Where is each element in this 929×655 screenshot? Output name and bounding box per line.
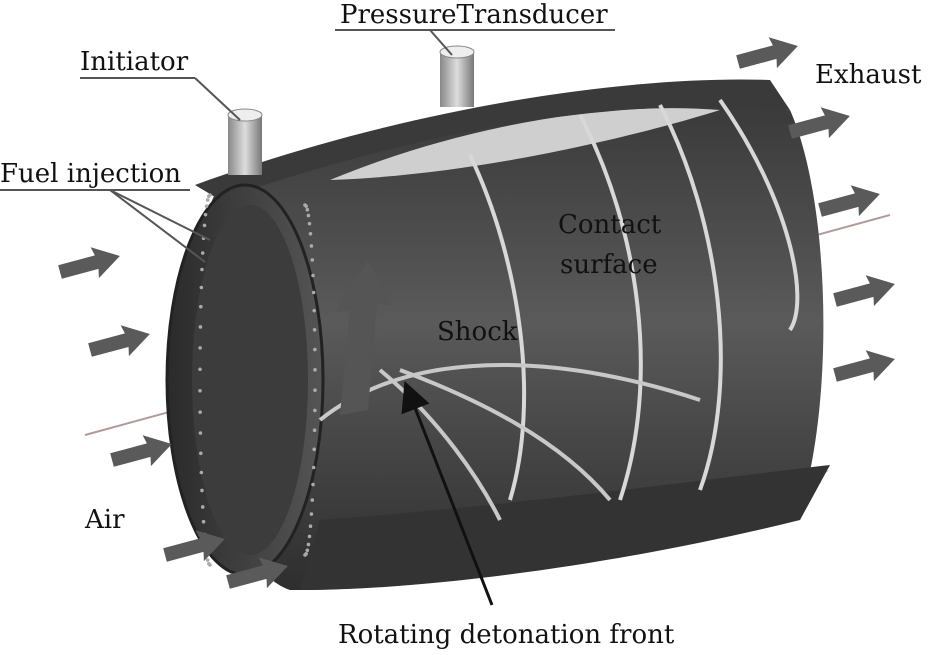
exhaust-outflow-arrows	[736, 37, 895, 382]
injector-hole	[306, 542, 311, 547]
injector-hole	[313, 388, 317, 392]
injector-hole	[308, 524, 313, 529]
injector-hole	[198, 410, 202, 414]
air-arrow	[58, 247, 120, 279]
exhaust-arrow	[818, 185, 880, 217]
fuel-injection-label: Fuel injection	[0, 159, 181, 189]
rotating-detonation-front-label: Rotating detonation front	[338, 620, 675, 650]
contact-surface-label-line1: Contact	[558, 210, 662, 240]
injector-hole	[311, 482, 315, 487]
air-arrow	[110, 435, 172, 467]
pressure-transducer-post	[439, 45, 475, 107]
injector-hole	[199, 285, 204, 290]
injector-hole	[308, 231, 313, 236]
injector-hole	[200, 251, 205, 255]
injector-hole	[198, 325, 203, 329]
shock-label: Shock	[437, 317, 518, 347]
injector-hole	[199, 304, 203, 309]
exhaust-arrow	[788, 107, 850, 139]
injector-hole	[313, 408, 317, 413]
initiator-label: Initiator	[80, 47, 189, 77]
injector-hole	[311, 290, 316, 295]
injector-hole	[312, 428, 317, 432]
air-arrow	[226, 557, 288, 589]
injector-hole	[312, 328, 317, 332]
initiator-post	[227, 108, 263, 175]
injector-hole	[307, 221, 312, 226]
injector-hole	[312, 308, 316, 313]
injector-hole	[311, 273, 315, 278]
injector-hole	[304, 204, 308, 208]
air-label: Air	[84, 505, 125, 535]
injector-hole	[198, 431, 203, 435]
exhaust-arrow	[833, 275, 895, 307]
exhaust-label: Exhaust	[815, 60, 922, 90]
injector-hole	[313, 347, 317, 352]
injector-hole	[310, 258, 315, 262]
injector-hole	[306, 213, 311, 218]
injector-hole	[201, 519, 206, 524]
injector-hole	[199, 470, 204, 475]
injector-hole	[310, 498, 315, 502]
injector-hole	[312, 447, 316, 452]
air-arrow	[88, 325, 150, 357]
injector-hole	[205, 198, 210, 202]
injector-hole	[303, 553, 307, 557]
injector-hole	[198, 388, 202, 393]
injector-hole	[200, 488, 204, 493]
exhaust-arrow	[833, 350, 895, 382]
injector-hole	[305, 207, 310, 212]
injector-hole	[205, 558, 210, 562]
injector-hole	[198, 367, 202, 372]
injector-hole	[199, 451, 203, 456]
injector-hole	[202, 223, 207, 228]
detonation-front-pointer	[401, 381, 494, 606]
inner-centerbody	[192, 205, 308, 555]
injector-hole	[305, 548, 310, 553]
injector-hole	[313, 368, 317, 372]
contact-surface-label-line2: surface	[560, 250, 658, 280]
exhaust-arrow	[736, 37, 798, 69]
injector-hole	[307, 534, 312, 539]
air-inflow-arrows	[58, 247, 288, 589]
rotation-direction-arrow	[335, 260, 392, 415]
injector-hole	[309, 512, 314, 516]
leader-lines	[0, 29, 615, 263]
contact-surface-waves	[468, 98, 800, 501]
injector-hole	[204, 204, 209, 208]
injector-hole	[311, 465, 316, 470]
injector-hole	[207, 194, 211, 199]
air-arrow	[163, 530, 225, 562]
pressure-transducer-label: PressureTransducer	[340, 0, 608, 30]
injector-hole	[203, 212, 208, 217]
injector-hole	[208, 563, 212, 567]
injector-hole	[309, 244, 314, 248]
injector-hole	[198, 346, 202, 350]
injector-hole	[200, 267, 204, 272]
injector-hole	[200, 505, 205, 509]
